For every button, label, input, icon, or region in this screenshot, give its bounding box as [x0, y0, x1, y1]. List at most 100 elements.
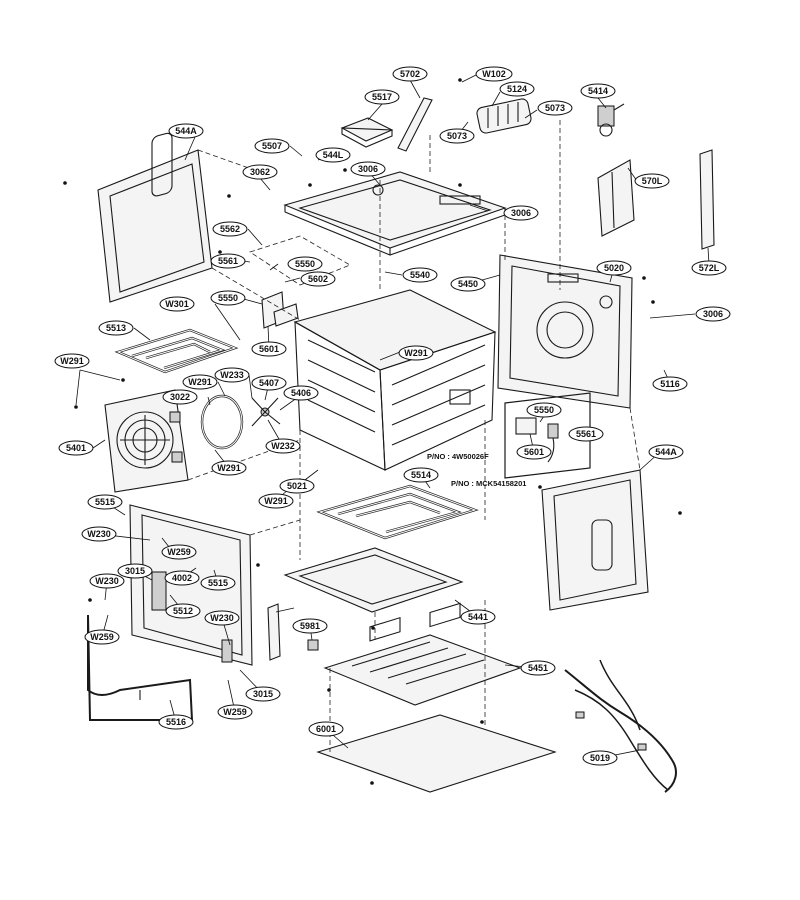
callout-text: W230	[87, 529, 111, 539]
callout-5406: 5406	[283, 385, 319, 401]
callout-w301: W301	[159, 296, 195, 312]
callout-5550-b: 5550	[210, 290, 246, 306]
callout-text: 5414	[588, 86, 608, 96]
callout-3006-c: 3006	[695, 306, 731, 322]
callout-text: W301	[165, 299, 189, 309]
callout-5441: 5441	[460, 609, 496, 625]
callout-5601-a: 5601	[251, 341, 287, 357]
callout-5602: 5602	[300, 271, 336, 287]
callout-text: 5540	[410, 270, 430, 280]
latch-motor	[597, 103, 625, 137]
callout-text: 5507	[262, 141, 282, 151]
callout-570l: 570L	[634, 173, 670, 189]
callout-text: W291	[264, 496, 288, 506]
callout-5512-a: 5512	[165, 603, 201, 619]
callout-text: 6001	[316, 724, 336, 734]
callout-text: 5981	[300, 621, 320, 631]
callout-text: 572L	[699, 263, 720, 273]
callout-w291-c: W291	[182, 374, 218, 390]
clip-5981	[307, 639, 319, 651]
callout-5021: 5021	[279, 478, 315, 494]
callout-text: 544A	[655, 447, 677, 457]
callout-5073-a: 5073	[537, 100, 573, 116]
callout-text: 3015	[125, 566, 145, 576]
callout-text: 5019	[590, 753, 610, 763]
callout-text: W230	[95, 576, 119, 586]
callout-5116: 5116	[652, 376, 688, 392]
callout-text: 5116	[660, 379, 680, 389]
callout-544l: 544L	[315, 147, 351, 163]
callout-5450: 5450	[450, 276, 486, 292]
wire-harness	[564, 659, 677, 793]
callout-text: W291	[404, 348, 428, 358]
callout-5601-b: 5601	[516, 444, 552, 460]
callout-3015-a: 3015	[117, 563, 153, 579]
callout-w259-a: W259	[161, 544, 197, 560]
callout-5515-b: 5515	[200, 575, 236, 591]
callout-text: 5602	[308, 274, 328, 284]
callout-text: 5513	[106, 323, 126, 333]
callout-3022: 3022	[162, 389, 198, 405]
convection-element-ring	[200, 394, 244, 450]
callout-6001: 6001	[308, 721, 344, 737]
callout-text: 5514	[411, 470, 431, 480]
callout-text: 3006	[511, 208, 531, 218]
callout-4002: 4002	[164, 570, 200, 586]
callout-text: 5407	[259, 378, 279, 388]
callout-3006-a: 3006	[350, 161, 386, 177]
callout-w230-c: W230	[204, 610, 240, 626]
callout-5514: 5514	[403, 467, 439, 483]
callout-5513: 5513	[98, 320, 134, 336]
callout-text: 5561	[218, 256, 238, 266]
bake-element	[316, 484, 479, 540]
blower-motor	[476, 98, 532, 134]
callout-text: W102	[482, 69, 506, 79]
part-number-notes: P/NO : 4W50026F P/NO : MCK54158201	[427, 452, 526, 488]
callout-text: 5021	[287, 481, 307, 491]
callout-text: 5562	[220, 224, 240, 234]
callout-5414: 5414	[580, 83, 616, 99]
callout-w259-b: W259	[84, 629, 120, 645]
callout-text: 5451	[528, 663, 548, 673]
callout-5507: 5507	[254, 138, 290, 154]
callout-text: 5702	[400, 69, 420, 79]
callout-text: 5512	[173, 606, 193, 616]
side-strip-572l	[699, 149, 715, 250]
rear-panel	[497, 254, 633, 409]
callout-text: 5517	[372, 92, 392, 102]
callout-text: 5516	[166, 717, 186, 727]
callout-5073-b: 5073	[439, 128, 475, 144]
side-duct-570l	[597, 159, 635, 237]
part-number-note-2: P/NO : MCK54158201	[451, 479, 526, 488]
callout-text: 5515	[95, 497, 115, 507]
callout-text: W259	[223, 707, 247, 717]
callout-3006-b: 3006	[503, 205, 539, 221]
fan-blade	[251, 397, 281, 427]
callout-5562: 5562	[212, 221, 248, 237]
callout-5407: 5407	[251, 375, 287, 391]
callout-labels: 5702 W102 5124 5414 5517 5073 5073 544A …	[54, 66, 731, 766]
left-side-panel	[97, 132, 261, 303]
callout-5550-c: 5550	[526, 402, 562, 418]
callout-text: 5450	[458, 279, 478, 289]
callout-w291-e: W291	[258, 493, 294, 509]
callout-w102: W102	[475, 66, 513, 82]
callout-text: W230	[210, 613, 234, 623]
callout-text: 5441	[468, 612, 488, 622]
top-panel	[283, 171, 507, 256]
callout-5515-a: 5515	[87, 494, 123, 510]
door-gasket	[87, 614, 194, 721]
callout-text: 5515	[208, 578, 228, 588]
callout-text: W291	[60, 356, 84, 366]
callout-5550-a: 5550	[287, 256, 323, 272]
sensor-kit-box	[504, 392, 591, 479]
callout-text: 5561	[576, 429, 596, 439]
callout-text: W291	[188, 377, 212, 387]
callout-text: 5601	[524, 447, 544, 457]
callout-w232: W232	[265, 438, 301, 454]
callout-text: 570L	[642, 176, 663, 186]
callout-text: 5124	[507, 84, 527, 94]
callout-w259-c: W259	[217, 704, 253, 720]
hinge-bracket	[267, 603, 281, 661]
